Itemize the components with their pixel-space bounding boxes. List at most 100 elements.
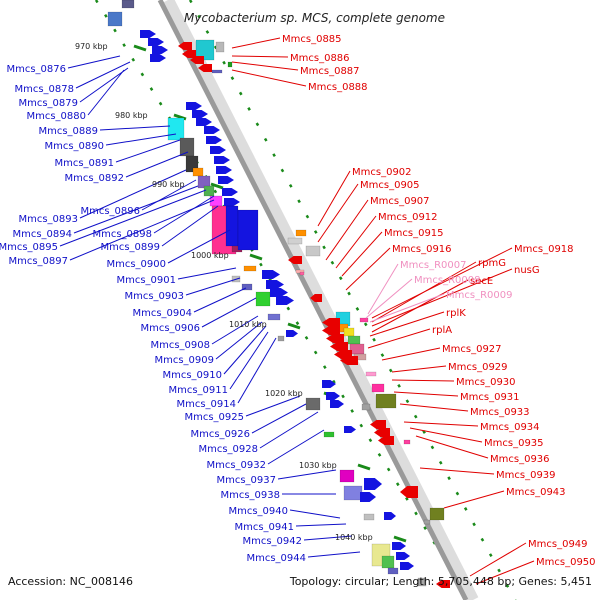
forward-gene-arrow xyxy=(330,400,344,408)
right-leader-line xyxy=(381,347,441,361)
forward-gene-arrow xyxy=(196,118,212,126)
forward-gene-arrow xyxy=(224,198,240,206)
left-leader-line xyxy=(307,551,361,558)
gene-box xyxy=(237,209,259,251)
ruler-tick xyxy=(104,13,108,18)
ruler-tick xyxy=(295,321,300,326)
forward-gene-arrow xyxy=(360,492,376,502)
left-leader-line xyxy=(215,321,263,360)
ruler-tick xyxy=(247,107,251,111)
left-gene-label: Mmcs_0910 xyxy=(162,370,222,381)
right-gene-label: Mmcs_0949 xyxy=(528,539,588,550)
left-gene-label: Mmcs_0911 xyxy=(168,385,228,396)
gene-box xyxy=(347,335,361,345)
ruler-tick xyxy=(455,491,460,496)
left-gene-label: Mmcs_0940 xyxy=(228,506,288,517)
left-leader-line xyxy=(303,535,353,541)
gene-box xyxy=(267,313,281,321)
reverse-gene-arrow xyxy=(326,334,344,343)
left-gene-label: Mmcs_0928 xyxy=(198,444,258,455)
forward-gene-arrow xyxy=(150,54,166,62)
left-leader-line xyxy=(259,411,319,449)
left-gene-label: Mmcs_0914 xyxy=(176,399,236,410)
ruler-tick xyxy=(372,337,376,342)
left-leader-line xyxy=(141,179,197,211)
right-gene-label: rpmG xyxy=(478,258,506,269)
reverse-gene-arrow xyxy=(330,342,348,351)
forward-gene-arrow xyxy=(206,136,222,144)
gene-box xyxy=(295,229,307,237)
genome-title: Mycobacterium sp. MCS, complete genome xyxy=(184,11,445,25)
left-gene-label: Mmcs_0893 xyxy=(18,214,78,225)
kbp-label: 1030 kbp xyxy=(299,461,337,470)
left-gene-label: Mmcs_0891 xyxy=(54,158,114,169)
left-gene-label: Mmcs_0892 xyxy=(64,173,124,184)
reverse-gene-arrow xyxy=(288,256,302,264)
left-gene-label: Mmcs_0896 xyxy=(80,206,140,217)
left-leader-line xyxy=(99,125,171,131)
left-leader-line xyxy=(67,55,121,69)
right-leader-line xyxy=(231,69,307,87)
ruler-tick xyxy=(94,0,99,4)
ruler-tick xyxy=(395,482,400,487)
ruler-tick xyxy=(380,353,385,357)
gene-box xyxy=(255,291,271,307)
ruler-tick xyxy=(188,0,193,4)
gene-box xyxy=(343,327,355,337)
right-gene-label: Mmcs_0888 xyxy=(308,82,368,93)
left-gene-label: Mmcs_0879 xyxy=(18,98,78,109)
right-leader-line xyxy=(369,311,445,337)
ruler-tick xyxy=(140,72,145,77)
right-leader-line xyxy=(469,542,527,577)
ruler-tick xyxy=(222,60,226,65)
right-leader-line xyxy=(403,421,479,427)
left-leader-line xyxy=(185,277,241,296)
ruler-tick xyxy=(197,14,201,19)
gene-box xyxy=(305,397,321,411)
forward-gene-arrow xyxy=(192,110,208,118)
gene-box xyxy=(387,567,399,575)
right-gene-label: Mmcs_0939 xyxy=(496,470,556,481)
reverse-gene-arrow xyxy=(400,486,418,498)
left-gene-label: Mmcs_0878 xyxy=(14,84,74,95)
forward-gene-arrow xyxy=(210,146,226,154)
left-leader-line xyxy=(245,395,301,417)
left-leader-line xyxy=(229,331,269,390)
right-leader-line xyxy=(393,391,459,397)
left-gene-label: Mmcs_0937 xyxy=(216,475,276,486)
right-leader-line xyxy=(317,170,351,227)
ruler-tick xyxy=(259,262,263,267)
kbp-label: 1000 kbp xyxy=(191,251,229,260)
ruler-tick xyxy=(280,168,285,173)
kbp-major-tick xyxy=(210,182,224,190)
left-leader-line xyxy=(193,287,247,313)
right-gene-label: Mmcs_0912 xyxy=(378,212,438,223)
left-gene-label: Mmcs_0890 xyxy=(44,141,104,152)
ruler-tick xyxy=(238,91,243,96)
gene-box xyxy=(179,137,195,157)
ruler-tick xyxy=(272,153,276,157)
kbp-label: 1020 kbp xyxy=(265,389,303,398)
right-gene-label: Mmcs_0934 xyxy=(480,422,540,433)
gene-box xyxy=(361,403,371,411)
right-gene-label: Mmcs_0933 xyxy=(470,407,530,418)
forward-gene-arrow xyxy=(326,392,340,400)
ruler-tick xyxy=(488,553,493,557)
reverse-gene-arrow xyxy=(370,420,386,429)
right-gene-label: Mmcs_0943 xyxy=(506,487,566,498)
ruler-tick xyxy=(263,137,268,142)
left-leader-line xyxy=(115,139,181,163)
right-leader-line xyxy=(231,55,289,58)
left-gene-label: Mmcs_0938 xyxy=(220,490,280,501)
ruler-tick xyxy=(388,368,393,373)
kbp-label: 980 kbp xyxy=(115,111,148,120)
forward-gene-arrow xyxy=(204,126,220,134)
gene-box xyxy=(192,167,204,177)
left-leader-line xyxy=(153,195,215,234)
rna-gene-label: Mmcs_R0008 xyxy=(414,275,480,286)
forward-gene-arrow xyxy=(186,102,202,110)
ruler-tick xyxy=(447,476,451,481)
ruler-tick xyxy=(480,537,485,542)
left-leader-line xyxy=(277,469,337,480)
left-gene-label: Mmcs_0876 xyxy=(6,64,66,75)
